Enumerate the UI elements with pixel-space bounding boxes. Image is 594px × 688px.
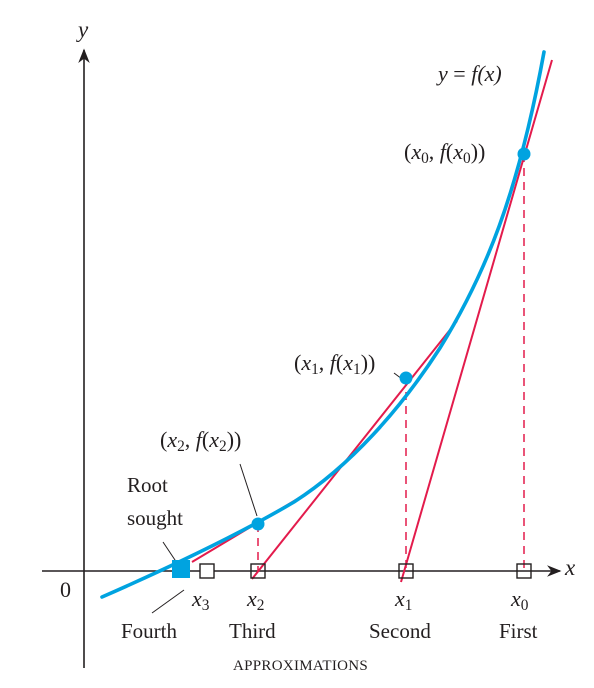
point-label-0: (x0, f(x0))	[404, 139, 486, 167]
tick-label-x3: x3	[192, 586, 210, 614]
leader-line-x3	[151, 589, 185, 614]
tick-box-x0	[516, 563, 532, 579]
point-label-1: (x1, f(x1))	[294, 350, 376, 378]
origin-label: 0	[60, 577, 71, 602]
tangent-line-1	[251, 320, 458, 580]
ordinal-first: First	[499, 619, 538, 643]
tangent-line-0	[400, 59, 553, 583]
ordinal-second: Second	[369, 619, 431, 643]
tick-label-x1: x1	[395, 586, 413, 614]
leader-line-point-2	[239, 463, 258, 517]
root-label-line2: sought	[127, 506, 184, 530]
leader-line-root	[162, 541, 178, 564]
curve-label: y = f(x)	[438, 61, 502, 86]
point-x2	[251, 517, 265, 531]
ordinal-third: Third	[229, 619, 276, 643]
tick-label-x2: x2	[247, 586, 265, 614]
root-marker	[172, 560, 190, 578]
tick-box-x2	[250, 563, 266, 579]
point-label-2: (x2, f(x2))	[160, 427, 242, 455]
ordinal-fourth: Fourth	[121, 619, 178, 643]
x-axis-label: x	[565, 555, 576, 580]
function-curve	[100, 50, 546, 599]
y-axis-label: y	[78, 17, 89, 42]
point-x0	[517, 147, 531, 161]
tick-label-x0: x0	[511, 586, 529, 614]
tick-box-x1	[398, 563, 414, 579]
approximations-caption: APPROXIMATIONS	[233, 658, 369, 674]
root-label-line1: Root	[127, 473, 168, 497]
point-x1	[399, 371, 413, 385]
tick-box-x3	[199, 563, 215, 579]
